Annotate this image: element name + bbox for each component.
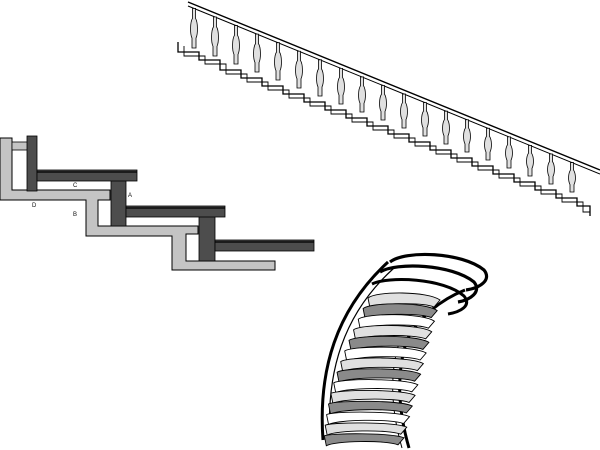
baluster: [484, 127, 492, 161]
curved-handrail-loop-3: [371, 278, 469, 316]
baluster: [232, 25, 240, 65]
curved-handrail-loop-1: [389, 252, 489, 292]
section-tread-3: [214, 239, 315, 252]
baluster: [505, 136, 513, 169]
curved-tread: [323, 433, 405, 447]
baluster-group: [190, 8, 576, 193]
curved-tread: [336, 368, 422, 383]
baluster: [316, 59, 324, 97]
section-riser-1: [26, 135, 38, 192]
baluster: [442, 110, 450, 145]
label-a: A: [128, 193, 132, 199]
curved-outer-stringer: [320, 260, 390, 441]
baluster: [274, 42, 282, 81]
section-light-stringer: [0, 137, 276, 271]
baluster: [295, 50, 303, 89]
curved-staircase: [320, 252, 489, 449]
label-c: C: [73, 183, 78, 189]
baluster: [253, 33, 261, 73]
baluster: [463, 119, 471, 153]
baluster: [211, 16, 219, 57]
baluster: [337, 67, 345, 105]
curved-tread: [324, 422, 408, 436]
section-landing-cap: [11, 141, 29, 151]
baluster: [526, 145, 534, 177]
section-riser-2: [110, 179, 127, 227]
stair-stringer-top: [177, 42, 591, 216]
curved-tread: [327, 400, 414, 415]
baluster: [358, 76, 366, 113]
curved-tread: [333, 379, 419, 394]
baluster: [400, 93, 408, 129]
baluster: [547, 153, 555, 185]
baluster: [568, 162, 576, 193]
baluster: [421, 102, 429, 137]
baluster: [379, 85, 387, 121]
straight-staircase: [177, 1, 600, 216]
label-b: B: [73, 212, 77, 218]
curved-tread: [330, 390, 416, 405]
section-tread-1: [36, 169, 138, 182]
stair-handrail-top: [187, 1, 600, 171]
curved-handrail-loop-2: [379, 264, 479, 304]
stair-section-detail: A B C D: [0, 135, 315, 271]
stair-handrail-bottom: [187, 5, 600, 175]
baluster: [190, 8, 198, 49]
section-tread-2: [125, 205, 226, 218]
curved-tread: [326, 411, 411, 426]
label-d: D: [32, 203, 37, 209]
curved-tread-group: [323, 292, 441, 447]
stair-stringer-bottom: [183, 46, 590, 213]
section-riser-3: [198, 215, 216, 262]
